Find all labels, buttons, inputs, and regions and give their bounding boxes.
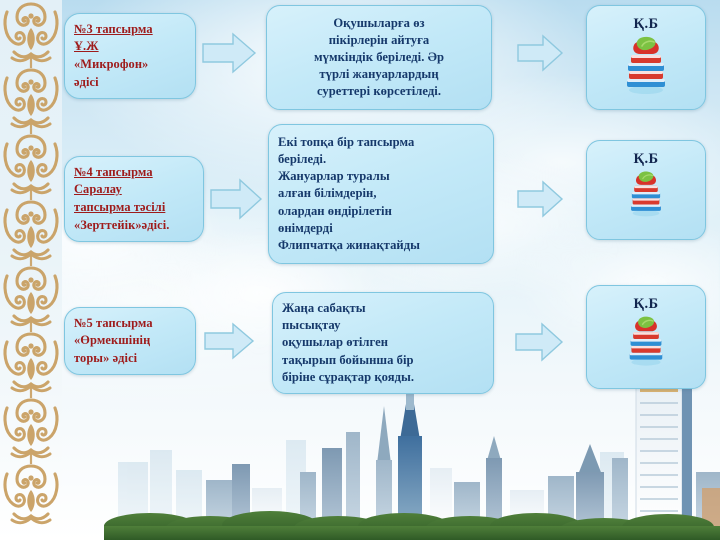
task-line: «Өрмекшінің <box>74 333 151 348</box>
detail-line: біріне сұрақтар қояды. <box>282 369 415 384</box>
task-box-3[interactable]: №5 тапсырма «Өрмекшінің торы» әдісі <box>64 307 196 375</box>
task-line: тапсырма тәсілі <box>74 200 166 214</box>
kazakh-ornament-border <box>0 0 62 540</box>
stack-of-books-with-apple-icon <box>624 170 668 222</box>
task-line: торы» әдісі <box>74 350 138 365</box>
detail-line: олардан өндірілетін <box>278 203 392 218</box>
flow-arrow-3a <box>203 322 255 360</box>
detail-line: өнімдерді <box>278 220 333 235</box>
flow-arrow-2a <box>209 178 263 220</box>
assessment-label: Қ.Б <box>633 296 659 312</box>
task-line: Ұ.Ж <box>74 39 99 54</box>
assessment-box-1[interactable]: Қ.Б <box>586 5 706 110</box>
cityscape-image <box>0 340 720 540</box>
task-box-2[interactable]: №4 тапсырма Саралау тапсырма тәсілі «Зер… <box>64 156 204 242</box>
assessment-label: Қ.Б <box>633 151 659 167</box>
task-line: №3 тапсырма <box>74 21 153 36</box>
stack-of-books-with-apple-icon <box>622 315 670 371</box>
detail-line: Оқушыларға өз <box>333 15 425 30</box>
task-line: №5 тапсырма <box>74 315 153 330</box>
detail-line: Флипчатқа жинақтайды <box>278 237 421 252</box>
detail-line: алған білімдерін, <box>278 186 377 201</box>
detail-line: беріледі. <box>278 152 327 167</box>
detail-line: оқушылар өтілген <box>282 335 389 350</box>
detail-box-2[interactable]: Екі топқа бір тапсырма беріледі. Жануарл… <box>268 124 494 264</box>
detail-line: түрлі жануарлардың <box>319 67 439 82</box>
flow-arrow-3b <box>514 322 564 362</box>
flow-arrow-1b <box>516 34 564 72</box>
flow-arrow-1a <box>201 32 257 74</box>
task-box-1[interactable]: №3 тапсырма Ұ.Ж «Микрофон» әдісі <box>64 13 196 99</box>
detail-line: пысықтау <box>282 318 341 333</box>
detail-line: тақырып бойынша бір <box>282 352 414 367</box>
task-line: «Микрофон» <box>74 57 149 71</box>
task-line: Саралау <box>74 182 122 197</box>
detail-box-1[interactable]: Оқушыларға өз пікірлерін айтуға мүмкінді… <box>266 5 492 110</box>
task-line: №4 тапсырма <box>74 164 153 179</box>
detail-line: Жануарлар туралы <box>278 169 390 184</box>
stack-of-books-with-apple-icon <box>618 35 674 97</box>
task-line: «Зерттейік»әдісі. <box>74 217 170 232</box>
detail-line: пікірлерін айтуға <box>328 32 430 47</box>
assessment-label: Қ.Б <box>633 16 659 32</box>
flow-arrow-2b <box>516 180 564 218</box>
detail-line: Екі топқа бір тапсырма <box>278 135 415 150</box>
detail-line: Жаңа сабақты <box>282 301 366 316</box>
detail-line: суреттері көрсетіледі. <box>316 84 442 99</box>
assessment-box-2[interactable]: Қ.Б <box>586 140 706 240</box>
detail-box-3[interactable]: Жаңа сабақты пысықтау оқушылар өтілген т… <box>272 292 494 394</box>
assessment-box-3[interactable]: Қ.Б <box>586 285 706 389</box>
detail-line: мүмкіндік беріледі. Әр <box>313 49 445 64</box>
task-line: әдісі <box>74 74 99 89</box>
